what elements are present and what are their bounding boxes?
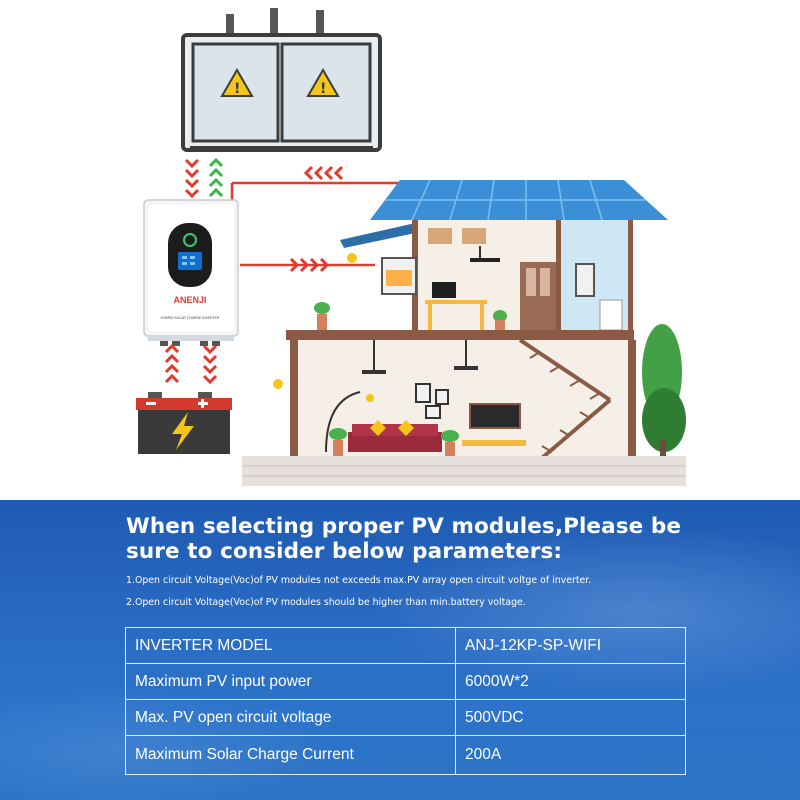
table-row: Maximum PV input power 6000W*2	[125, 663, 686, 700]
spec-label: Max. PV open circuit voltage	[125, 699, 456, 736]
transformer-icon: ! !	[181, 8, 382, 152]
spec-value: 500VDC	[455, 699, 686, 736]
lightning-icon	[172, 412, 194, 450]
note-2: 2.Open circuit Voltage(Voc)of PV modules…	[126, 597, 526, 608]
headline-line-1: When selecting proper PV modules,Please …	[126, 514, 682, 539]
spec-value: 6000W*2	[455, 663, 686, 700]
spec-label: Maximum PV input power	[125, 663, 456, 700]
spec-table: INVERTER MODEL ANJ-12KP-SP-WIFI Maximum …	[125, 627, 686, 775]
parameters-panel: When selecting proper PV modules,Please …	[0, 500, 800, 800]
house-icon	[242, 179, 686, 486]
spec-label: INVERTER MODEL	[125, 627, 456, 664]
headline-line-2: sure to consider below parameters:	[126, 539, 563, 564]
table-row: Max. PV open circuit voltage 500VDC	[125, 699, 686, 736]
solar-system-illustration: ! !	[136, 8, 686, 486]
table-row: INVERTER MODEL ANJ-12KP-SP-WIFI	[125, 627, 686, 664]
spec-value: ANJ-12KP-SP-WIFI	[455, 627, 686, 664]
inverter-brand: ANENJI	[173, 295, 206, 305]
svg-text:!: !	[234, 81, 240, 97]
note-1: 1.Open circuit Voltage(Voc)of PV modules…	[126, 575, 592, 586]
warning-icon: !	[220, 67, 254, 97]
svg-text:!: !	[320, 81, 326, 97]
inverter-subtitle: HYBRID SOLAR CHARGE INVERTER	[161, 316, 220, 320]
spec-label: Maximum Solar Charge Current	[125, 735, 456, 775]
battery-icon	[136, 392, 232, 454]
warning-icon: !	[306, 67, 340, 97]
inverter-icon: ANENJI HYBRID SOLAR CHARGE INVERTER	[143, 199, 239, 346]
table-row: Maximum Solar Charge Current 200A	[125, 735, 686, 775]
headline: When selecting proper PV modules,Please …	[126, 514, 686, 564]
battery-arrows	[164, 343, 218, 385]
grid-arrows	[184, 157, 412, 273]
spec-value: 200A	[455, 735, 686, 775]
